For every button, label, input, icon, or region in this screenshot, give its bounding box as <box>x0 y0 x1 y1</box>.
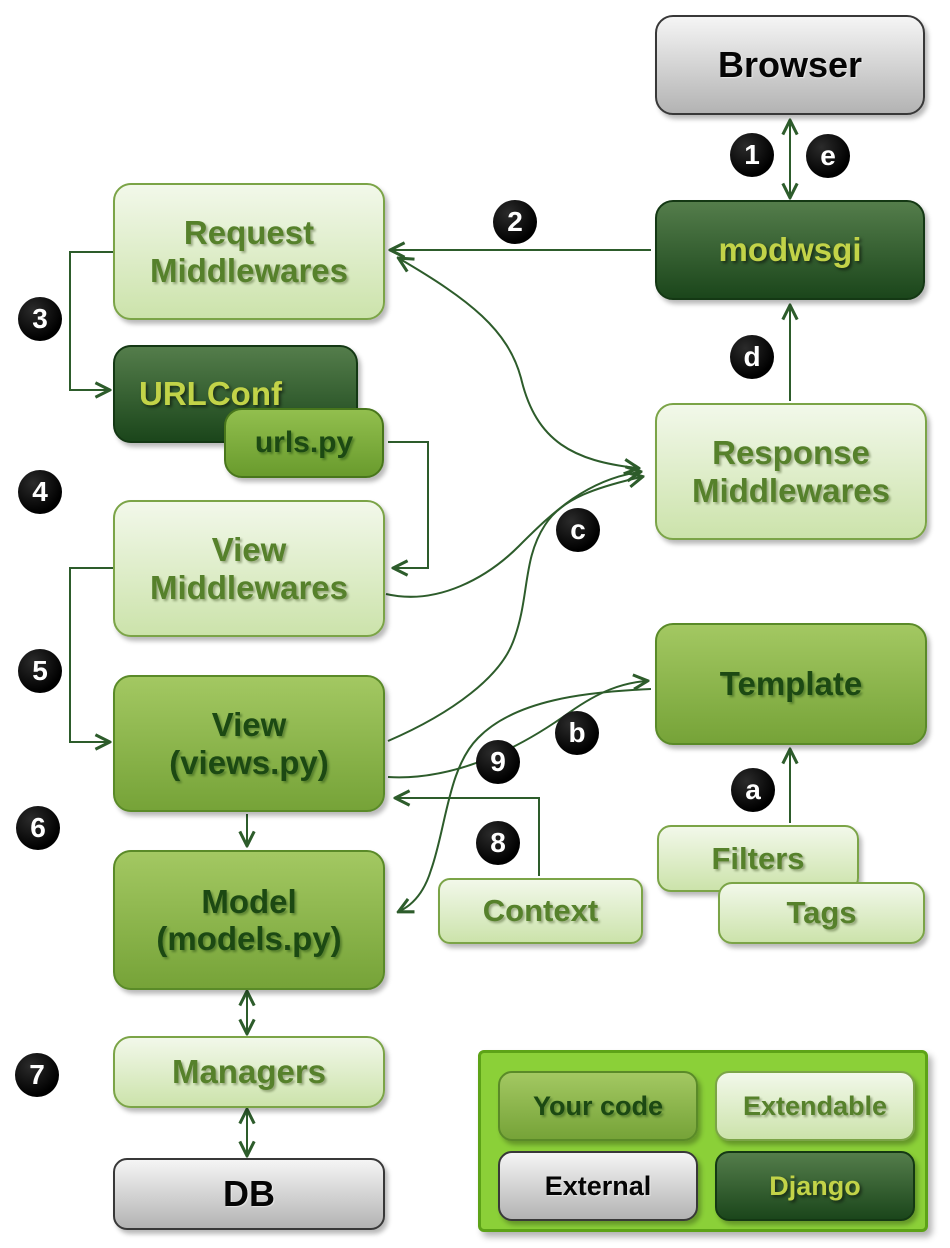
step-marker-a: a <box>731 768 775 812</box>
node-filters: Filters <box>657 825 859 892</box>
node-managers: Managers <box>113 1036 385 1108</box>
legend: Your code Extendable External Django <box>478 1050 928 1232</box>
node-context: Context <box>438 878 643 944</box>
step-marker-d: d <box>730 335 774 379</box>
node-response-middlewares: Response Middlewares <box>655 403 927 540</box>
step-marker-e: e <box>806 134 850 178</box>
curve-request-middlewares-response-middlewares <box>400 259 637 468</box>
node-template: Template <box>655 623 927 745</box>
step-marker-c: c <box>556 508 600 552</box>
arrow-context-view <box>397 798 540 876</box>
step-marker-2: 2 <box>493 200 537 244</box>
legend-extendable: Extendable <box>715 1071 915 1141</box>
curve-template-model <box>400 688 652 911</box>
step-marker-8: 8 <box>476 821 520 865</box>
curve-view-response-middlewares <box>387 477 641 742</box>
step-marker-4: 4 <box>18 470 62 514</box>
step-marker-6: 6 <box>16 806 60 850</box>
legend-django: Django <box>715 1151 915 1221</box>
step-marker-b: b <box>555 711 599 755</box>
arrow-view-middlewares-view <box>69 567 113 742</box>
node-modwsgi: modwsgi <box>655 200 925 300</box>
legend-external: External <box>498 1151 698 1221</box>
node-model: Model (models.py) <box>113 850 385 990</box>
curve-view-middlewares-response-middlewares <box>385 472 639 598</box>
step-marker-9: 9 <box>476 740 520 784</box>
node-request-middlewares: Request Middlewares <box>113 183 385 320</box>
node-urls-py: urls.py <box>224 408 384 478</box>
step-marker-7: 7 <box>15 1053 59 1097</box>
node-view: View (views.py) <box>113 675 385 812</box>
arrow-urlspy-view-middlewares <box>388 441 429 568</box>
curve-view-template <box>387 681 646 779</box>
step-marker-3: 3 <box>18 297 62 341</box>
node-db: DB <box>113 1158 385 1230</box>
node-browser: Browser <box>655 15 925 115</box>
node-tags: Tags <box>718 882 925 944</box>
step-marker-5: 5 <box>18 649 62 693</box>
step-marker-1: 1 <box>730 133 774 177</box>
node-view-middlewares: View Middlewares <box>113 500 385 637</box>
arrow-request-middlewares-urlconf <box>69 251 113 390</box>
legend-your-code: Your code <box>498 1071 698 1141</box>
